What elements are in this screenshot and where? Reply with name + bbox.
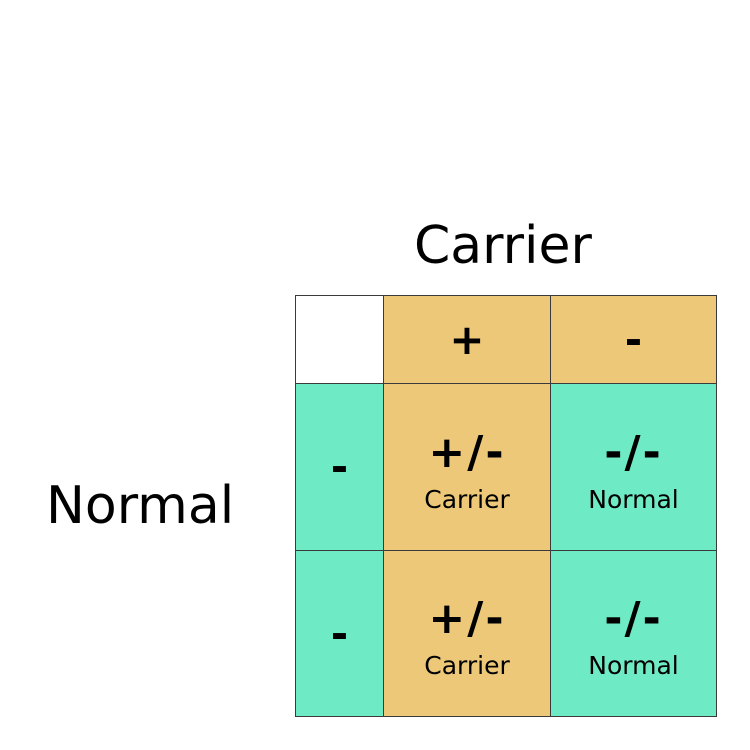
top-parent-label: Carrier [414, 216, 592, 276]
offspring-cell-2-2: -/- Normal [550, 550, 717, 717]
genotype-2-1: +/- [428, 593, 506, 644]
column-allele-2: - [624, 314, 643, 364]
genotype-1-2: -/- [604, 426, 663, 478]
left-parent-label: Normal [46, 476, 235, 536]
column-header-2: - [550, 295, 717, 384]
column-header-1: + [383, 295, 551, 384]
offspring-cell-2-1: +/- Carrier [383, 550, 551, 717]
phenotype-2-2: Normal [588, 651, 679, 680]
phenotype-1-2: Normal [588, 484, 679, 514]
genotype-1-1: +/- [428, 426, 506, 478]
offspring-cell-1-2: -/- Normal [550, 383, 717, 551]
row-allele-2: - [330, 608, 349, 658]
column-allele-1: + [449, 314, 485, 364]
genotype-2-2: -/- [604, 593, 663, 644]
phenotype-1-1: Carrier [424, 484, 510, 514]
phenotype-2-1: Carrier [424, 651, 510, 680]
row-header-1: - [295, 383, 384, 551]
punnett-square: + - - +/- Carrier -/- Normal - +/- Carri… [295, 295, 717, 717]
row-header-2: - [295, 550, 384, 717]
corner-cell [295, 295, 384, 384]
row-allele-1: - [330, 442, 349, 491]
offspring-cell-1-1: +/- Carrier [383, 383, 551, 551]
